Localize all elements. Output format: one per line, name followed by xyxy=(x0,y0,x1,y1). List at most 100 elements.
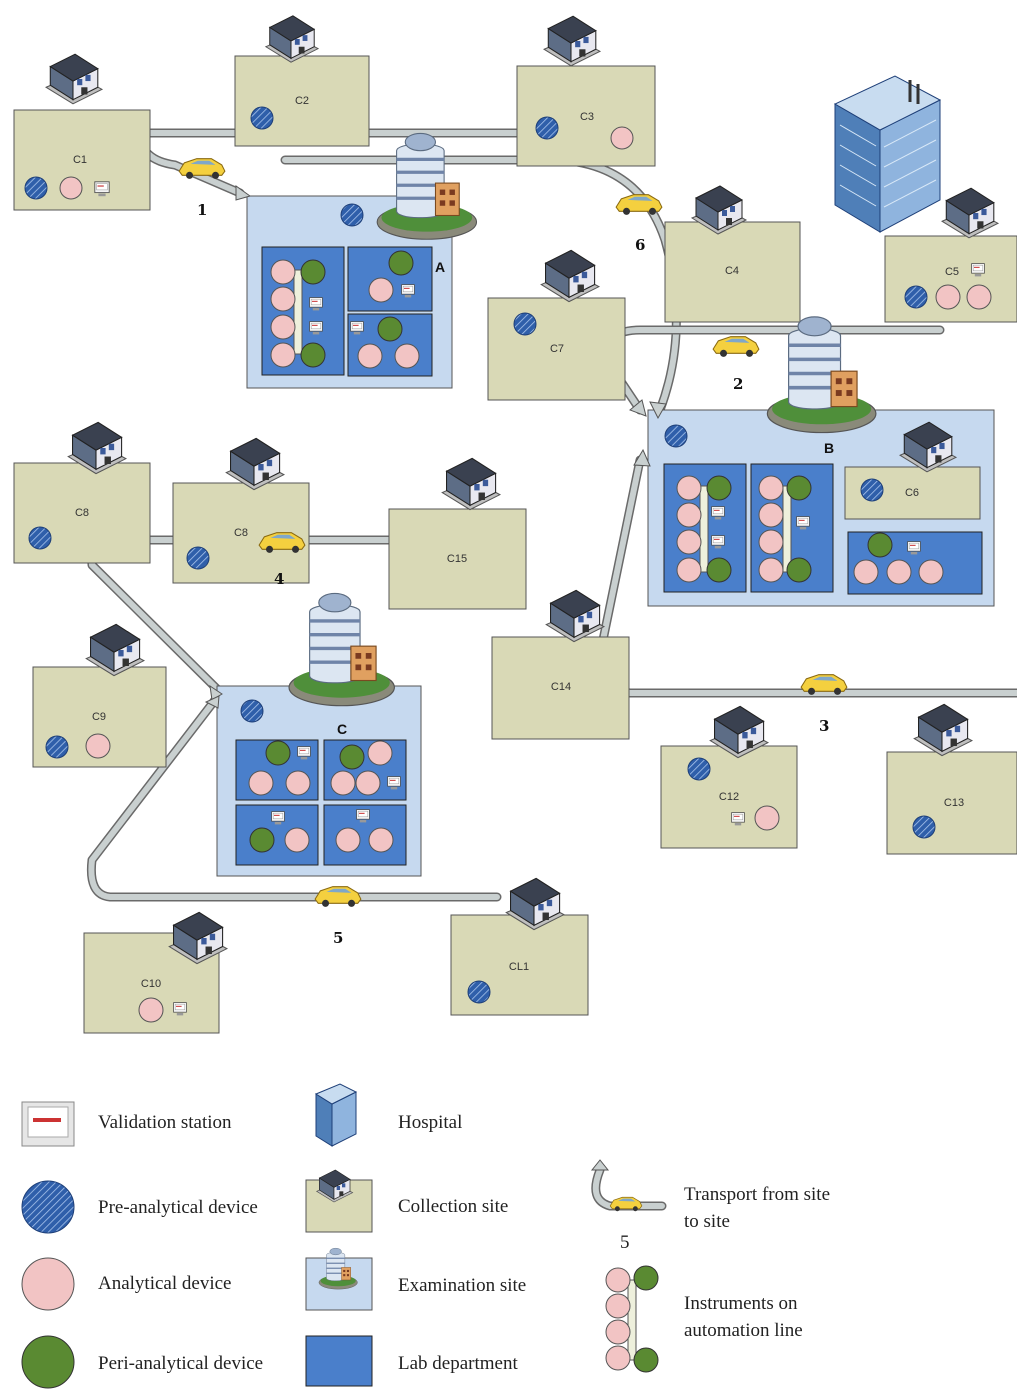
legend: Validation station Pre-analytical device… xyxy=(8,1082,1016,1389)
analytical-device-icon xyxy=(21,1257,75,1311)
route-label: 4 xyxy=(274,570,284,588)
lab-department xyxy=(750,463,834,593)
legend-label: Transport from site xyxy=(684,1184,830,1205)
legend-item-examination-site: Examination site xyxy=(305,1247,526,1311)
site-c13: C13 xyxy=(886,703,1017,855)
legend-label: Examination site xyxy=(398,1275,526,1296)
lab-department xyxy=(323,804,407,866)
validation-station-icon xyxy=(21,1101,75,1147)
site-c10: C10 xyxy=(83,911,228,1034)
lab-department xyxy=(261,246,345,376)
site-c15: C15 xyxy=(388,457,527,610)
exam-site-label: B xyxy=(824,440,834,456)
transport-route-icon xyxy=(590,1159,667,1212)
pre-analytical-device-icon xyxy=(860,478,884,502)
site-label: C10 xyxy=(141,978,161,990)
legend-item-validation-station: Validation station xyxy=(21,1101,232,1147)
taxi-icon xyxy=(178,158,226,180)
analytical-device-icon xyxy=(59,176,83,200)
site-label: C7 xyxy=(550,343,564,355)
site-label: C6 xyxy=(905,487,919,499)
peri-analytical-device-icon xyxy=(21,1335,75,1389)
legend-item-peri-analytical: Peri-analytical device xyxy=(21,1335,263,1389)
pre-analytical-device-icon xyxy=(28,526,52,550)
lab-department xyxy=(235,739,319,801)
collection-building-icon xyxy=(265,15,319,63)
examination-site-a: A xyxy=(246,131,479,389)
legend-item-collection-site: Collection site xyxy=(305,1169,508,1233)
legend-label: Lab department xyxy=(398,1353,518,1374)
legend-item-pre-analytical: Pre-analytical device xyxy=(21,1180,258,1234)
lab-department xyxy=(347,246,433,312)
pre-analytical-device-icon xyxy=(45,735,69,759)
route-5 xyxy=(86,695,502,902)
pre-analytical-device-icon xyxy=(240,699,264,723)
route-label: 5 xyxy=(333,929,343,947)
pre-analytical-device-icon xyxy=(250,106,274,130)
legend-label: to site xyxy=(684,1211,730,1232)
collection-building-icon xyxy=(941,187,999,239)
pre-analytical-device-icon xyxy=(664,424,688,448)
pre-analytical-device-icon xyxy=(21,1180,75,1234)
legend-item-instruments: Instruments on automation line xyxy=(605,1265,803,1373)
route-2 xyxy=(603,325,945,415)
pre-analytical-device-icon xyxy=(904,285,928,309)
analytical-device-icon xyxy=(754,805,780,831)
pre-analytical-device-icon xyxy=(687,757,711,781)
legend-label: Hospital xyxy=(398,1112,462,1133)
collection-building-icon xyxy=(543,15,601,67)
site-label: C4 xyxy=(725,265,739,277)
hospital-building-icon xyxy=(289,593,394,705)
site-label: C15 xyxy=(447,553,467,565)
site-c8a: C8 xyxy=(13,421,151,564)
pre-analytical-device-icon xyxy=(467,980,491,1004)
legend-label: Collection site xyxy=(398,1196,508,1217)
analytical-device-icon xyxy=(85,733,111,759)
site-label: C13 xyxy=(944,797,964,809)
taxi-icon xyxy=(615,194,663,216)
hospital-tower-icon xyxy=(833,75,942,233)
legend-item-analytical: Analytical device xyxy=(21,1257,231,1311)
site-c1: C1 xyxy=(13,53,151,211)
legend-label: Validation station xyxy=(98,1112,232,1133)
analytical-device-icon xyxy=(138,997,164,1023)
legend-label: Analytical device xyxy=(98,1273,231,1294)
taxi-icon xyxy=(800,674,848,696)
legend-item-lab-department: Lab department xyxy=(305,1335,518,1387)
site-label: C1 xyxy=(73,154,87,166)
collection-building-icon xyxy=(45,53,103,105)
site-c12: C12 xyxy=(660,705,798,849)
lab-department xyxy=(847,531,983,595)
lab-department xyxy=(347,313,433,377)
pre-analytical-device-icon xyxy=(513,312,537,336)
site-label: C12 xyxy=(719,791,739,803)
legend-label: Instruments on xyxy=(684,1293,798,1314)
collection-building-icon xyxy=(540,249,600,303)
collection-building-icon xyxy=(913,703,973,757)
examination-site-c: C xyxy=(216,593,422,877)
collection-sites: C1 C2 C3 C4 C5 xyxy=(13,15,1017,1034)
legend-item-transport: 5 Transport from site to site xyxy=(590,1159,830,1253)
site-c14: C14 xyxy=(491,589,630,740)
site-c8b: C8 xyxy=(172,437,310,584)
pre-analytical-device-icon xyxy=(535,116,559,140)
site-label: C2 xyxy=(295,95,309,107)
analytical-device-icon xyxy=(966,284,992,310)
lab-department xyxy=(323,739,407,801)
site-c5: C5 xyxy=(884,187,1017,323)
hospital-building-icon xyxy=(375,131,479,241)
exam-site-label: A xyxy=(435,259,445,275)
lab-department xyxy=(663,463,747,593)
pre-analytical-device-icon xyxy=(912,815,936,839)
route-labels: 1 2 3 4 5 6 xyxy=(197,201,829,947)
collection-building-icon xyxy=(545,589,605,643)
pre-analytical-device-icon xyxy=(340,203,364,227)
site-c3: C3 xyxy=(516,15,656,167)
route-label: 3 xyxy=(819,717,829,735)
taxi-icon xyxy=(314,886,362,908)
route-label: 6 xyxy=(635,236,645,254)
analytical-device-icon xyxy=(610,126,634,150)
site-label: C8 xyxy=(75,507,89,519)
pre-analytical-device-icon xyxy=(186,546,210,570)
